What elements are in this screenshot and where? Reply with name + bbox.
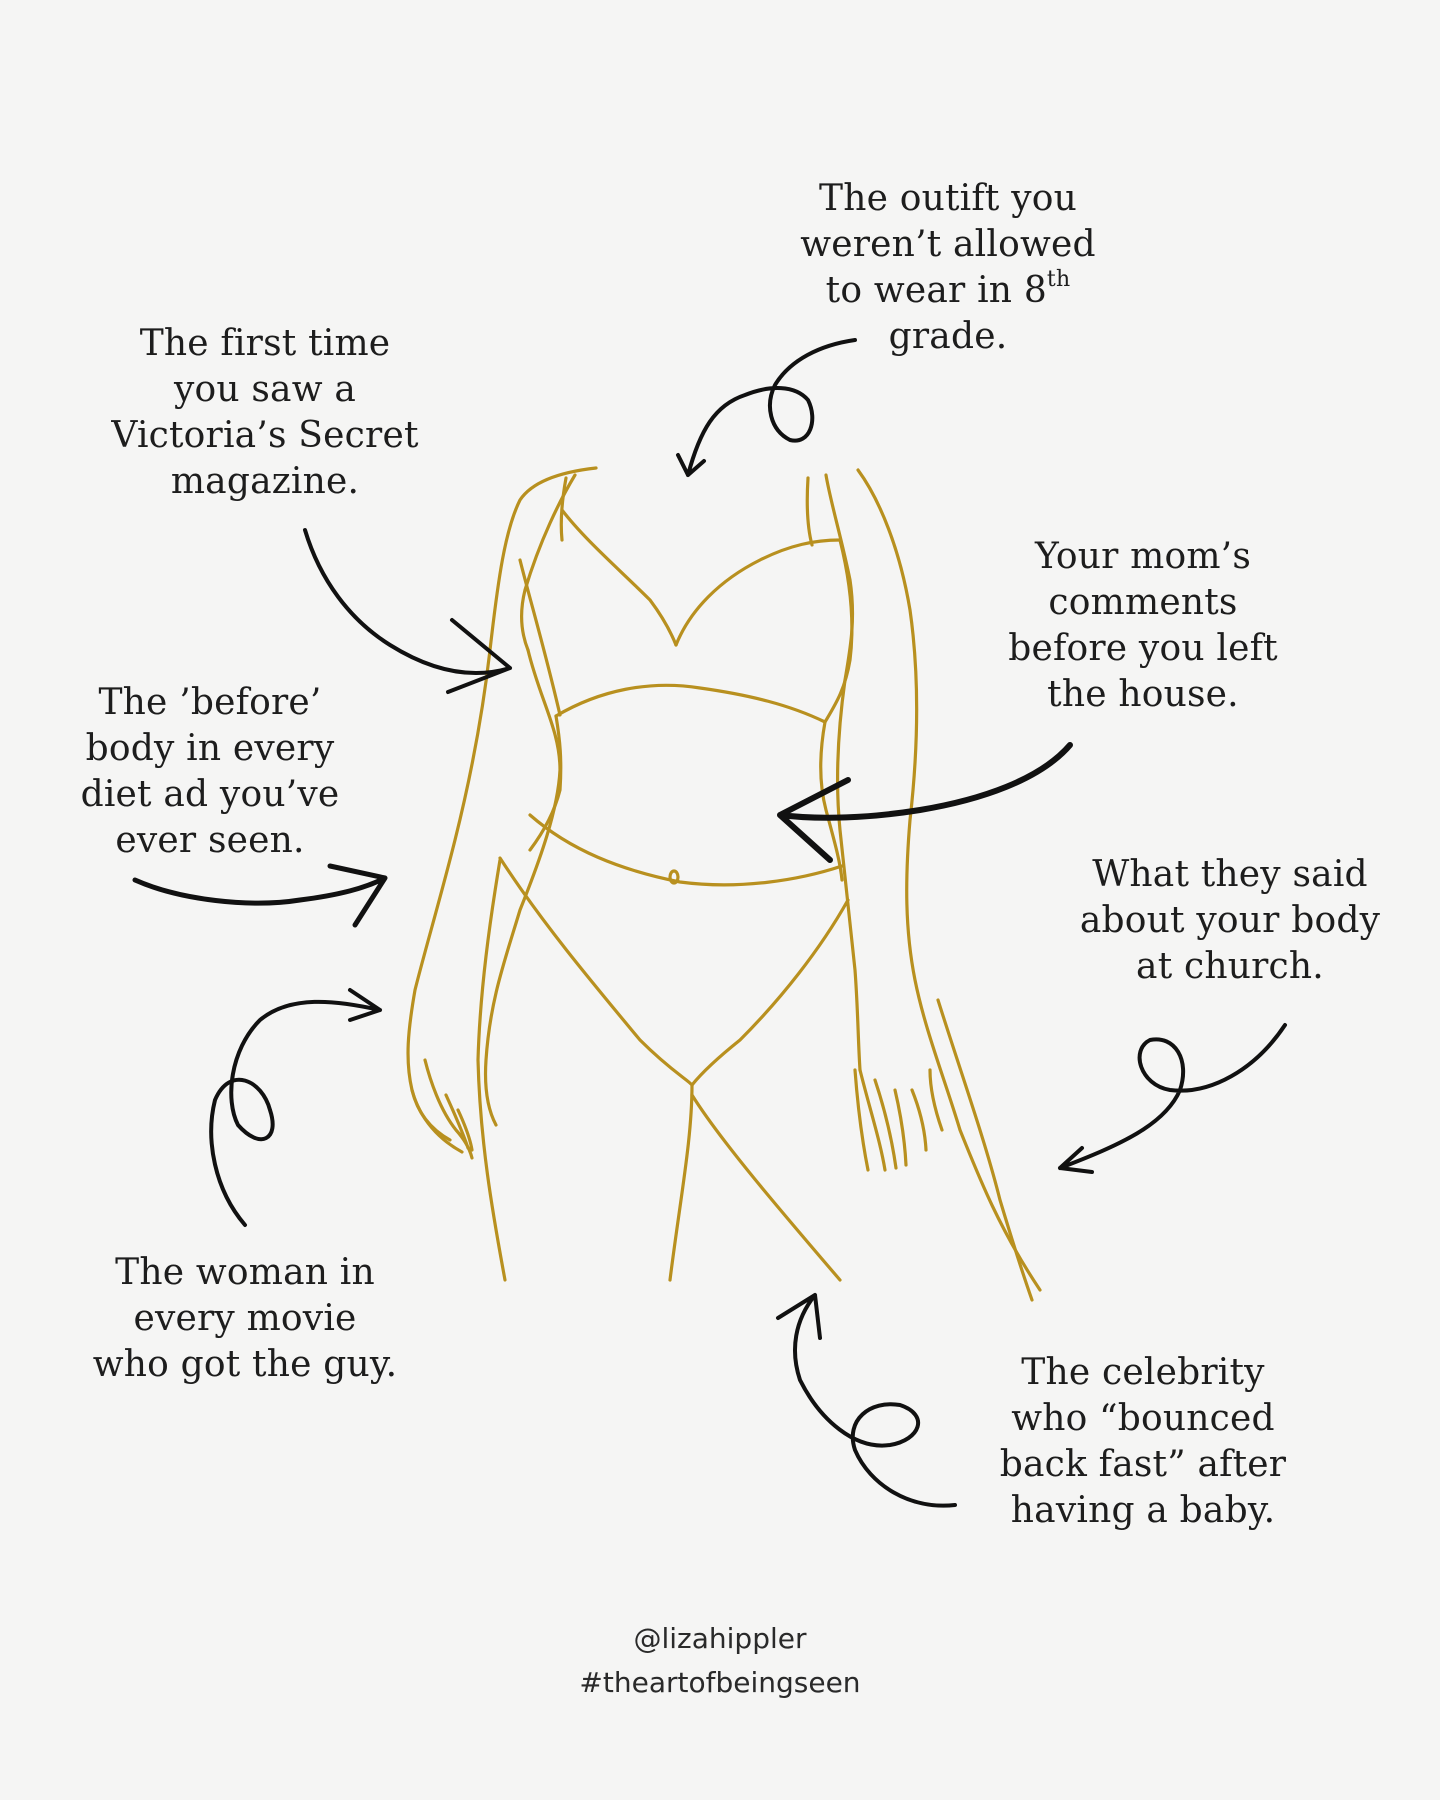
caption-church-line-1: What they said <box>1092 854 1368 895</box>
left-arm-outline <box>406 466 598 1142</box>
caption-movie-line-3: who got the guy. <box>92 1344 398 1385</box>
left-inner-thigh <box>668 1083 694 1282</box>
bra-right-strap <box>805 476 814 547</box>
caption-outfit-line-1: The outift you <box>818 178 1078 219</box>
right-arm-inner <box>824 473 855 682</box>
arrow-victoria-icon <box>303 528 512 694</box>
caption-victoria-line-3: Victoria’s Secret <box>111 415 419 456</box>
bra-right-cup <box>674 538 842 647</box>
underwear-left-leg <box>498 856 694 1087</box>
underwear-top <box>528 813 844 887</box>
caption-outfit-line-4: grade. <box>888 316 1008 357</box>
left-arm-inner <box>520 473 577 652</box>
waist-right <box>819 720 844 882</box>
waist-left <box>528 714 563 852</box>
bra-left-cup <box>560 508 678 647</box>
caption-victoria-line-1: The first time <box>139 323 391 364</box>
caption-celebrity-line-3: back fast” after <box>999 1444 1287 1485</box>
right-forearm <box>835 678 862 1072</box>
right-hand <box>853 1068 944 1172</box>
arrow-church-icon <box>1058 1023 1287 1174</box>
bra-left-side <box>518 558 562 717</box>
caption-outfit-line-3-text: to wear in 8 <box>825 270 1047 311</box>
credit-handle: @lizahippler <box>633 1622 807 1655</box>
caption-movie: The woman in every movie who got the guy… <box>60 1250 430 1388</box>
arrow-movie-icon <box>209 988 382 1227</box>
caption-celebrity-line-4: having a baby. <box>1010 1490 1276 1531</box>
caption-outfit: The outift you weren’t allowed to wear i… <box>768 176 1128 360</box>
arrow-diet-icon <box>132 863 388 928</box>
caption-mom: Your mom’s comments before you left the … <box>963 534 1323 718</box>
caption-celebrity-line-1: The celebrity <box>1021 1352 1265 1393</box>
arrow-mom-icon <box>777 742 1073 863</box>
right-leg-outer <box>936 998 1034 1302</box>
caption-celebrity-line-2: who “bounced <box>1011 1398 1275 1439</box>
caption-mom-line-1: Your mom’s <box>1034 536 1251 577</box>
caption-diet-line-1: The ’before’ <box>98 682 322 723</box>
caption-victoria-line-4: magazine. <box>170 461 360 502</box>
bra-band <box>554 683 827 724</box>
caption-diet: The ’before’ body in every diet ad you’v… <box>40 680 380 864</box>
caption-outfit-line-2: weren’t allowed <box>800 224 1096 265</box>
left-leg-outer <box>476 858 507 1282</box>
left-hand <box>410 1058 474 1160</box>
caption-church-line-3: at church. <box>1136 946 1324 987</box>
right-arm-outer <box>856 468 1042 1292</box>
caption-celebrity: The celebrity who “bounced back fast” af… <box>963 1350 1323 1534</box>
caption-movie-line-2: every movie <box>133 1298 357 1339</box>
arrow-outfit-icon <box>676 338 857 477</box>
caption-victoria-line-2: you saw a <box>173 369 357 410</box>
credit-hashtag: #theartofbeingseen <box>579 1666 861 1699</box>
underwear-right-leg <box>690 898 850 1087</box>
caption-victoria: The first time you saw a Victoria’s Secr… <box>85 321 445 505</box>
right-inner-thigh <box>690 1093 842 1282</box>
navel <box>668 869 680 885</box>
caption-diet-line-3: diet ad you’ve <box>80 774 340 815</box>
caption-diet-line-2: body in every <box>85 728 335 769</box>
caption-mom-line-2: comments <box>1048 582 1238 623</box>
body-outline-figure-icon <box>406 466 1042 1302</box>
caption-outfit-line-3: to wear in 8th <box>768 268 1128 314</box>
caption-church: What they said about your body at church… <box>1050 852 1410 990</box>
caption-movie-line-1: The woman in <box>115 1252 375 1293</box>
caption-church-line-2: about your body <box>1079 900 1381 941</box>
caption-mom-line-4: the house. <box>1047 674 1239 715</box>
hand-drawn-arrows <box>132 338 1287 1508</box>
left-forearm <box>483 648 562 1127</box>
caption-diet-line-4: ever seen. <box>115 820 305 861</box>
caption-outfit-superscript: th <box>1046 267 1071 292</box>
arrow-celebrity-icon <box>776 1293 957 1508</box>
caption-mom-line-3: before you left <box>1008 628 1278 669</box>
